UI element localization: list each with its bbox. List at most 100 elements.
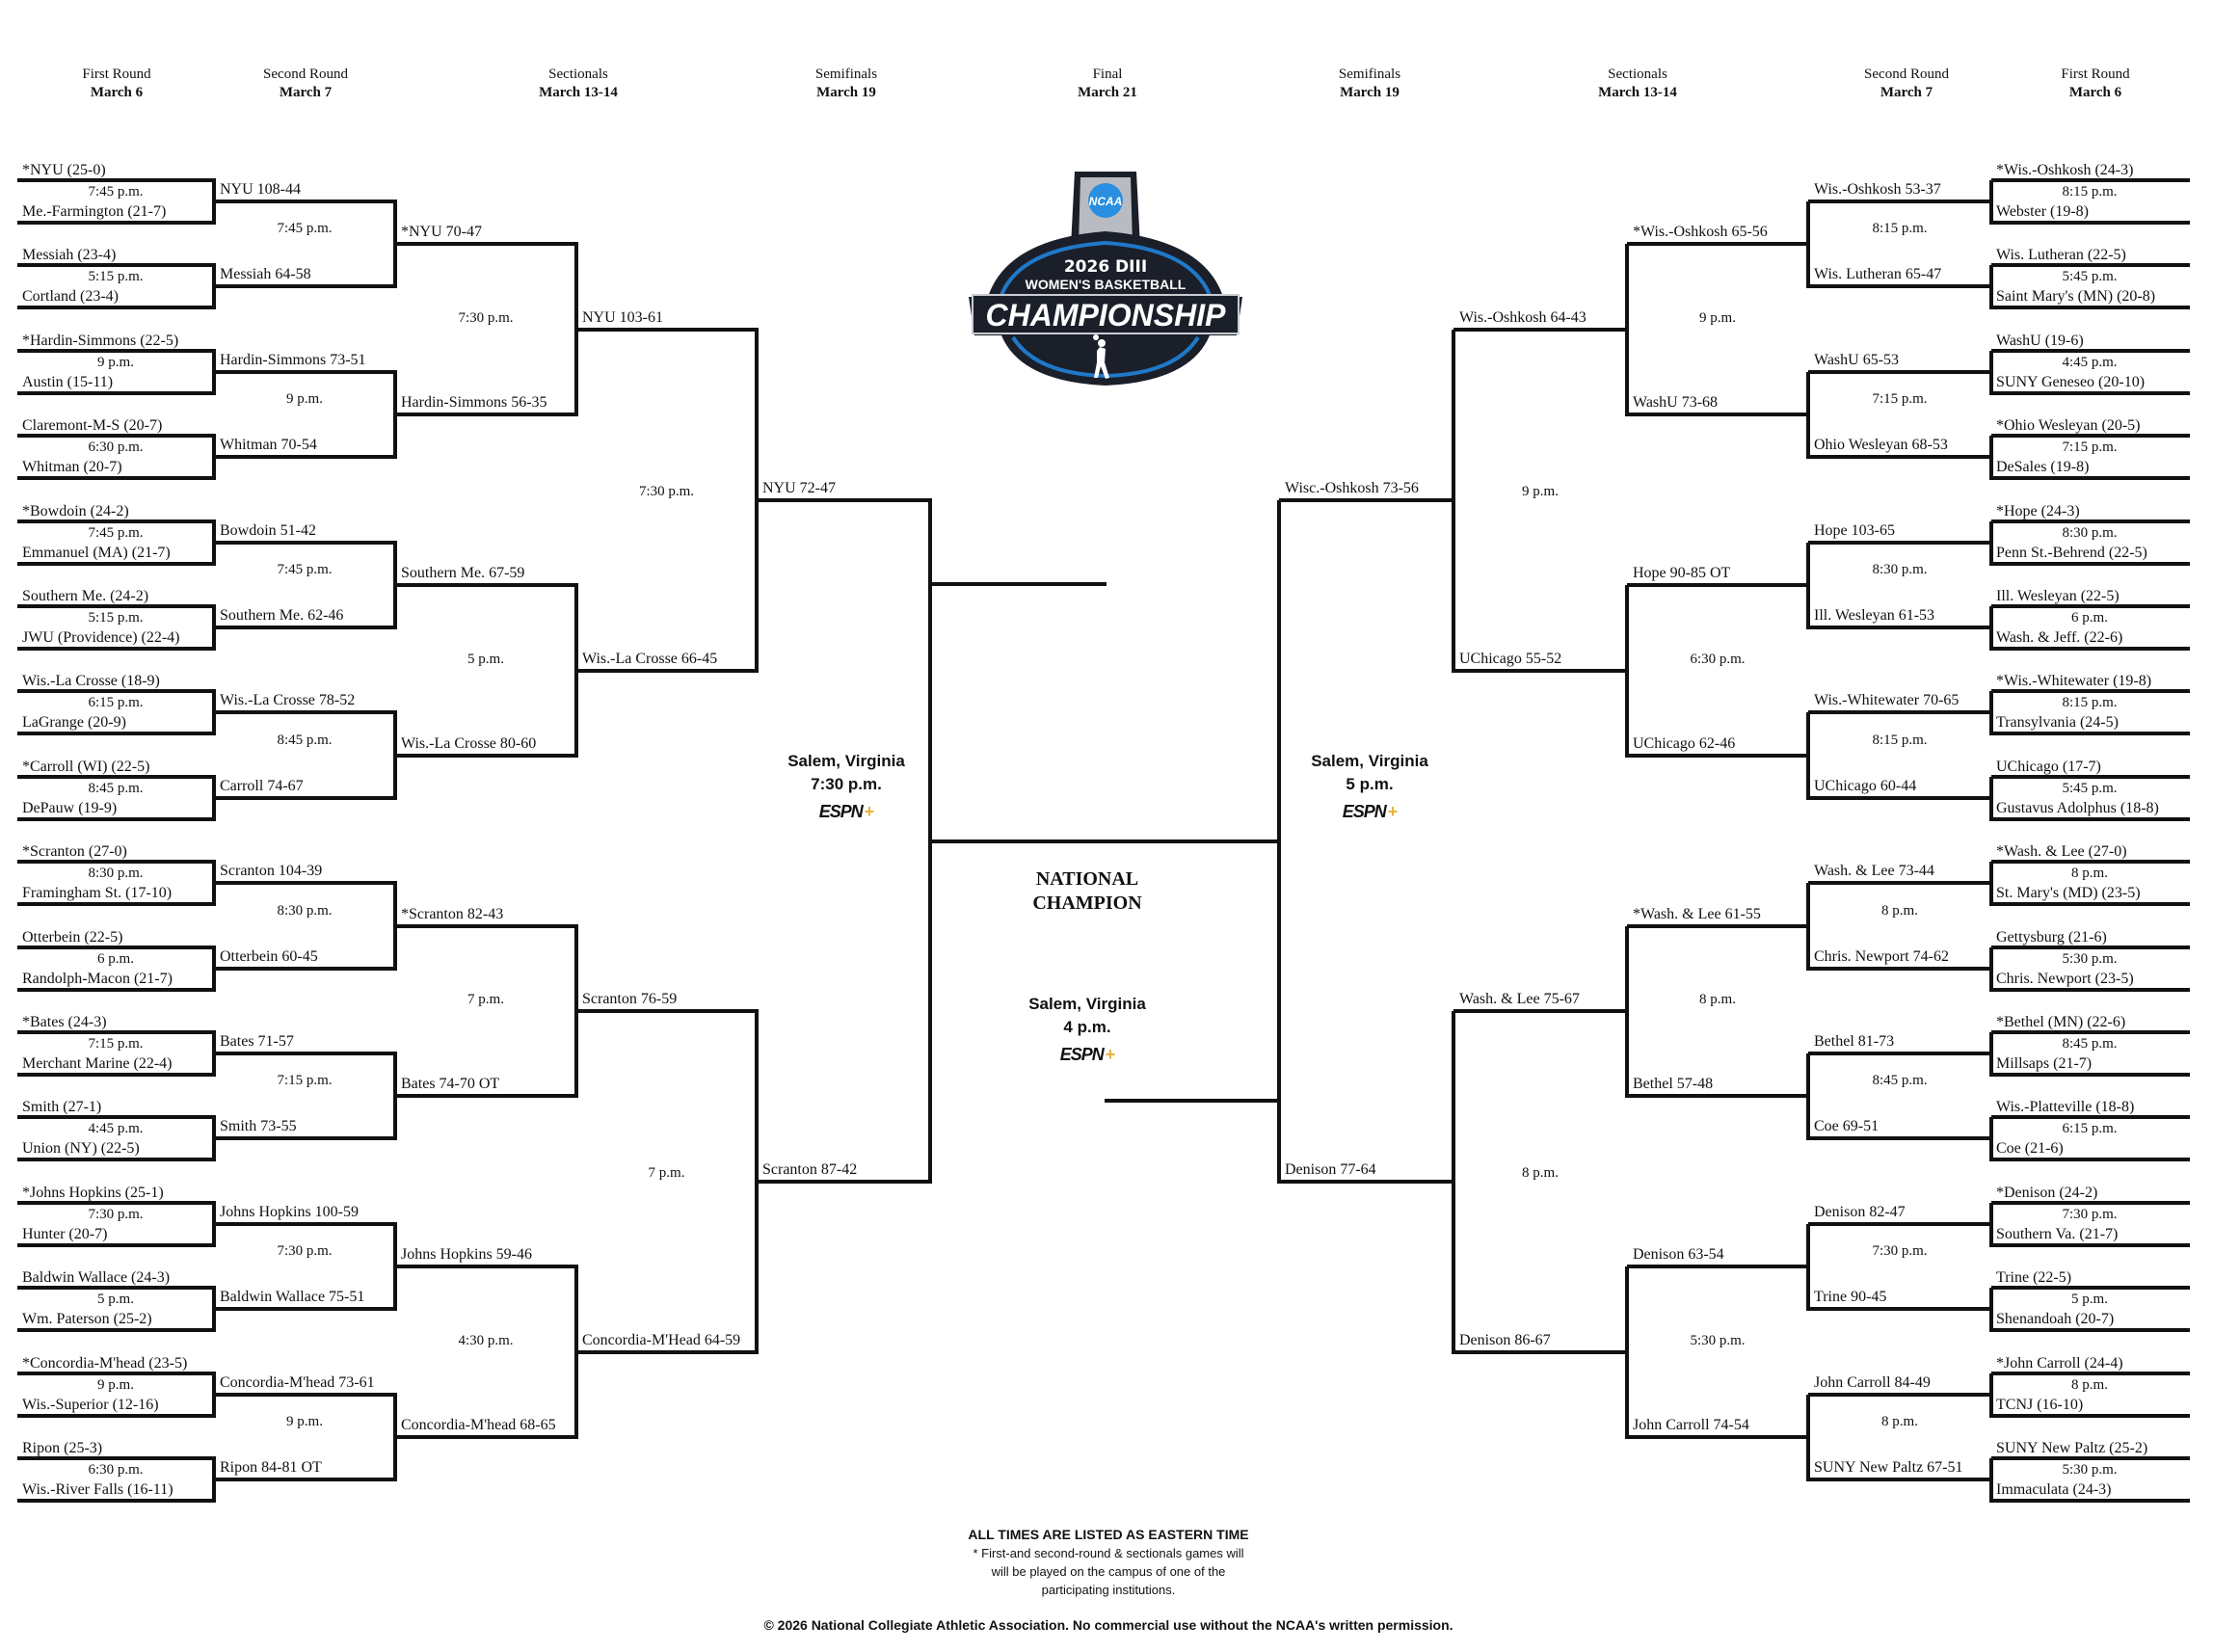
sectional-semi-result: Denison 63-54 bbox=[1633, 1246, 1724, 1263]
bracket-line bbox=[1991, 604, 2190, 608]
campus-note-line1: * First-and second-round & sectionals ga… bbox=[973, 1546, 1244, 1560]
venue-city: Salem, Virginia bbox=[1028, 995, 1146, 1013]
footer-notes: ALL TIMES ARE LISTED AS EASTERN TIME * F… bbox=[968, 1526, 1248, 1599]
second-round-result: Coe 69-51 bbox=[1814, 1118, 1880, 1134]
bracket-line bbox=[17, 647, 216, 651]
team-seed-top: UChicago (17-7) bbox=[1996, 759, 2101, 775]
second-round-result: Bethel 81-73 bbox=[1814, 1033, 1895, 1050]
team-seed-bottom: Millsaps (21-7) bbox=[1996, 1055, 2093, 1072]
sectional-semi-result: Wis.-La Crosse 80-60 bbox=[401, 735, 537, 752]
bracket-line bbox=[17, 263, 216, 267]
bracket-line bbox=[1991, 1499, 2190, 1503]
campus-note-line3: participating institutions. bbox=[1041, 1583, 1176, 1597]
team-seed-bottom: Wm. Paterson (25-2) bbox=[22, 1311, 152, 1327]
second-round-result: Concordia-M'head 73-61 bbox=[220, 1374, 375, 1391]
bracket-line bbox=[1808, 796, 1993, 800]
team-seed-bottom: Emmanuel (MA) (21-7) bbox=[22, 545, 171, 561]
game-time: 5 p.m. bbox=[97, 1292, 134, 1307]
bracket-line bbox=[214, 626, 397, 629]
sectional-semi-result: Johns Hopkins 59-46 bbox=[401, 1246, 533, 1263]
champion-label-line2: CHAMPION bbox=[1032, 893, 1142, 914]
bracket-line bbox=[576, 328, 759, 332]
team-seed-bottom: Transylvania (24-5) bbox=[1996, 714, 2119, 731]
bracket-line bbox=[17, 520, 216, 523]
game-time: 8:45 p.m. bbox=[277, 733, 333, 748]
team-seed-bottom: Randolph-Macon (21-7) bbox=[22, 971, 173, 987]
round-date: March 19 bbox=[1340, 85, 1400, 100]
game-time: 6 p.m. bbox=[2071, 610, 2108, 626]
bracket-line bbox=[1808, 967, 1993, 971]
game-time: 9 p.m. bbox=[97, 1377, 134, 1393]
bracket-line bbox=[1991, 946, 2190, 949]
game-time: 7:45 p.m. bbox=[88, 525, 144, 541]
team-seed-bottom: Coe (21-6) bbox=[1996, 1140, 2064, 1157]
game-time: 4:45 p.m. bbox=[88, 1121, 144, 1136]
sectional-final-result: Wis.-Oshkosh 64-43 bbox=[1459, 309, 1586, 326]
bracket-line bbox=[17, 1286, 216, 1290]
team-seed-bottom: Hunter (20-7) bbox=[22, 1226, 108, 1242]
left-semifinal-venue: Salem, Virginia 7:30 p.m. ESPN+ bbox=[787, 750, 905, 824]
bracket-line bbox=[1991, 1201, 2190, 1205]
team-seed-top: Ripon (25-3) bbox=[22, 1440, 103, 1456]
team-seed-top: Messiah (23-4) bbox=[22, 247, 117, 263]
team-seed-bottom: Shenandoah (20-7) bbox=[1996, 1311, 2115, 1327]
game-time: 7:15 p.m. bbox=[88, 1036, 144, 1052]
second-round-result: Wis.-La Crosse 78-52 bbox=[220, 692, 356, 708]
team-seed-bottom: DeSales (19-8) bbox=[1996, 459, 2090, 475]
bracket-line bbox=[395, 1435, 578, 1439]
team-seed-top: *Concordia-M'head (23-5) bbox=[22, 1355, 188, 1372]
second-round-result: Johns Hopkins 100-59 bbox=[220, 1204, 360, 1220]
bracket-line bbox=[214, 200, 397, 203]
sectional-semi-result: WashU 73-68 bbox=[1633, 394, 1719, 411]
team-seed-top: *Wis.-Oshkosh (24-3) bbox=[1996, 162, 2134, 178]
team-seed-bottom: Merchant Marine (22-4) bbox=[22, 1055, 173, 1072]
bracket-line bbox=[1808, 1393, 1993, 1397]
game-time: 8 p.m. bbox=[1522, 1165, 1559, 1181]
bracket-line bbox=[1808, 881, 1993, 885]
bracket-line bbox=[395, 1265, 578, 1268]
bracket-line bbox=[17, 604, 216, 608]
game-time: 8:15 p.m. bbox=[2062, 184, 2118, 200]
round-date: March 19 bbox=[816, 85, 876, 100]
bracket-line bbox=[1808, 455, 1993, 459]
round-name: Second Round bbox=[263, 67, 348, 82]
bracket-line bbox=[1627, 924, 1810, 928]
second-round-result: Hardin-Simmons 73-51 bbox=[220, 352, 366, 368]
game-time: 7:15 p.m. bbox=[277, 1073, 333, 1088]
sectional-semi-result: Hardin-Simmons 56-35 bbox=[401, 394, 547, 411]
team-seed-bottom: JWU (Providence) (22-4) bbox=[22, 629, 180, 646]
team-seed-top: *Bowdoin (24-2) bbox=[22, 503, 129, 520]
team-seed-top: Trine (22-5) bbox=[1996, 1269, 2072, 1286]
second-round-result: UChicago 60-44 bbox=[1814, 778, 1917, 794]
bracket-line bbox=[1808, 541, 1993, 545]
second-round-result: Wash. & Lee 73-44 bbox=[1814, 863, 1934, 879]
team-seed-top: *John Carroll (24-4) bbox=[1996, 1355, 2123, 1372]
bracket-line bbox=[1991, 647, 2190, 651]
copyright: © 2026 National Collegiate Athletic Asso… bbox=[763, 1617, 1453, 1633]
bracket-line bbox=[1808, 1307, 1993, 1311]
bracket-line bbox=[17, 775, 216, 779]
second-round-result: Bates 71-57 bbox=[220, 1033, 294, 1050]
team-seed-top: Wis.-Platteville (18-8) bbox=[1996, 1099, 2135, 1115]
bracket-line bbox=[1991, 732, 2190, 735]
team-seed-top: Wis. Lutheran (22-5) bbox=[1996, 247, 2126, 263]
bracket-line bbox=[1991, 349, 2190, 353]
sectional-final-result: Scranton 76-59 bbox=[582, 991, 678, 1007]
round-date: March 21 bbox=[1078, 85, 1137, 100]
game-time: 7:30 p.m. bbox=[88, 1207, 144, 1222]
game-time: 5:30 p.m. bbox=[1690, 1333, 1746, 1348]
player-silhouette-icon bbox=[1093, 334, 1109, 379]
bracket-line bbox=[214, 455, 397, 459]
champion-label-line1: NATIONAL bbox=[1035, 868, 1139, 890]
bracket-line bbox=[1808, 284, 1993, 288]
game-time: 5:15 p.m. bbox=[88, 269, 144, 284]
team-seed-top: Southern Me. (24-2) bbox=[22, 588, 149, 604]
bracket-line bbox=[17, 1456, 216, 1460]
bracket-line bbox=[1991, 689, 2190, 693]
second-round-result: Otterbein 60-45 bbox=[220, 948, 318, 965]
team-seed-bottom: Austin (15-11) bbox=[22, 374, 114, 390]
bracket-line bbox=[214, 284, 397, 288]
